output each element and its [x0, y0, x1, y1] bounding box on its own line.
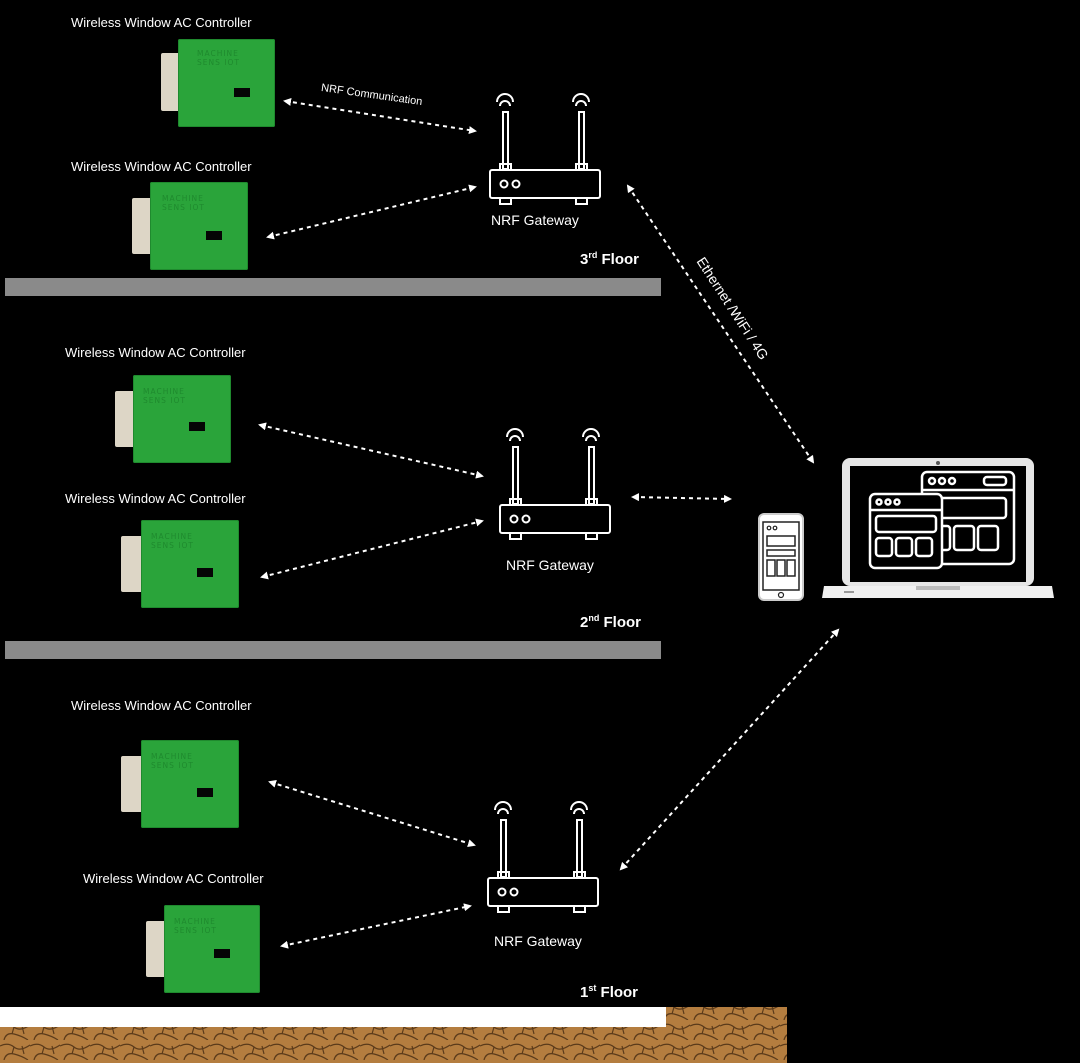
- arrow-f2-dev1: [258, 422, 484, 479]
- brand-text: MACHINE: [197, 49, 239, 58]
- device-label: Wireless Window AC Controller: [65, 345, 246, 360]
- floor-slab-2: [5, 641, 661, 659]
- arrow-f1-dev2: [280, 903, 472, 949]
- arrow-f2-phone: [631, 493, 732, 503]
- device-label: Wireless Window AC Controller: [65, 491, 246, 506]
- gateway-label: NRF Gateway: [491, 212, 579, 228]
- brand-text: MACHINE: [143, 387, 185, 396]
- ground-side: [666, 1007, 787, 1029]
- arrow-f1-dev1: [268, 779, 476, 848]
- dashboard-icon: [868, 470, 1016, 570]
- gateway-label: NRF Gateway: [506, 557, 594, 573]
- floor-slab-3: [5, 278, 661, 296]
- device-label: Wireless Window AC Controller: [83, 871, 264, 886]
- gateway-label: NRF Gateway: [494, 933, 582, 949]
- arrow-f2-dev2: [260, 518, 484, 580]
- brand-text: MACHINE: [151, 752, 193, 761]
- brand-text: SENS IOT: [151, 761, 194, 770]
- arrow-f1-laptop: [619, 628, 840, 871]
- brand-text: MACHINE: [151, 532, 193, 541]
- floor-label-2: 2nd Floor: [580, 613, 642, 631]
- floor-slab-1: [0, 1007, 666, 1027]
- brand-text: SENS IOT: [151, 541, 194, 550]
- router-icon: [487, 801, 599, 913]
- phone-icon: [758, 513, 804, 601]
- arrow-f3-dev1: [283, 97, 477, 135]
- brand-text: SENS IOT: [197, 58, 240, 67]
- brand-text: MACHINE: [162, 194, 204, 203]
- arrow-uplink: [626, 184, 815, 464]
- device-label: Wireless Window AC Controller: [71, 698, 252, 713]
- brand-text: MACHINE: [174, 917, 216, 926]
- brand-text: SENS IOT: [174, 926, 217, 935]
- router-icon: [489, 93, 601, 205]
- laptop-icon: [822, 458, 1054, 598]
- device-label: Wireless Window AC Controller: [71, 159, 252, 174]
- brand-text: SENS IOT: [162, 203, 205, 212]
- router-icon: [499, 428, 611, 540]
- floor-label-3: 3rd Floor: [580, 250, 640, 268]
- arrow-f3-dev2: [266, 184, 477, 240]
- ground-strip: [0, 1026, 787, 1063]
- floor-label-1: 1st Floor: [580, 983, 639, 1001]
- device-label: Wireless Window AC Controller: [71, 15, 252, 30]
- brand-text: SENS IOT: [143, 396, 186, 405]
